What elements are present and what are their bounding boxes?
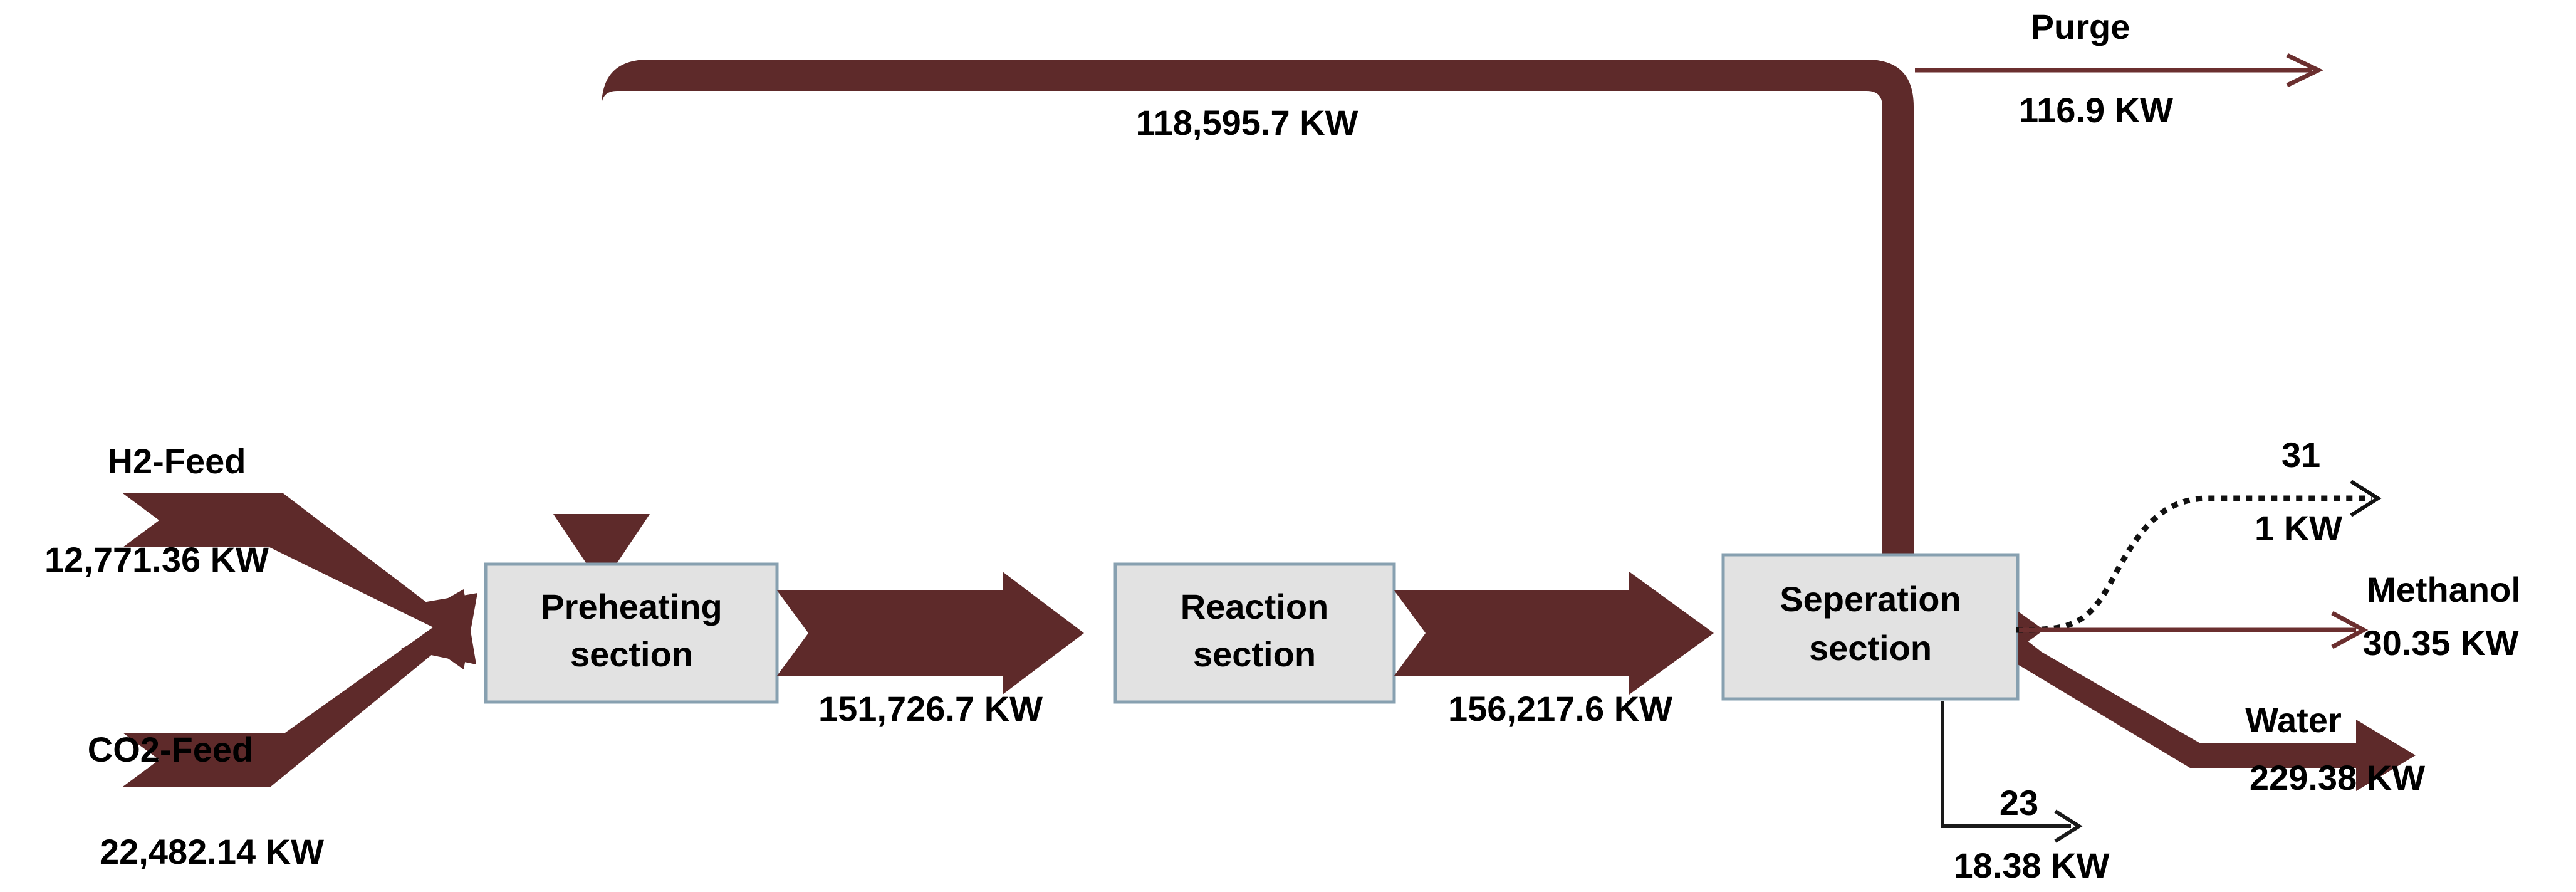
reaction-section-box[interactable] [1113,562,1396,704]
preheating-section-label-line2: section [570,634,693,674]
purge-stream-name: Purge [2031,7,2130,46]
h2-feed-name: H2-Feed [108,441,246,481]
stream-31 [2016,480,2382,633]
methanol-stream-name: Methanol [2367,570,2521,609]
purge-arrowhead [2286,53,2324,88]
reaction-section-label-line1: Reaction [1181,587,1329,626]
stream-23 [1941,701,2083,843]
separation-section-label-line1: Seperation [1780,579,1961,619]
reactor-outlet-value: 156,217.6 KW [1448,689,1672,728]
water-stream-value: 229.38 KW [2250,758,2425,797]
separation-section-box[interactable] [1721,553,2020,701]
stream-23-arrowhead [2054,809,2083,843]
stream-23-value: 18.38 KW [1954,846,2110,885]
preheating-section-box[interactable] [484,562,779,704]
co2-feed-value: 22,482.14 KW [100,832,324,871]
co2-feed-name: CO2-Feed [88,730,254,769]
recycle-stream-arrow [553,60,1914,641]
stream-23-name: 23 [2000,783,2038,822]
water-stream-name: Water [2245,700,2342,740]
methanol-stream [2019,611,2369,649]
recycle-stream-value: 118,595.7 KW [1136,103,1358,142]
h2-feed-arrow [123,493,476,664]
separation-section-label-line2: section [1809,628,1932,668]
stream-31-name: 31 [2281,435,2320,475]
purge-stream [1915,53,2324,88]
preheating-to-reaction-arrow [777,572,1084,695]
preheating-outlet-value: 151,726.7 KW [818,689,1043,728]
methanol-arrowhead [2331,611,2369,649]
stream-23-elbow-line [1941,701,2071,828]
water-stream-arrow [2018,633,2416,791]
h2-feed-value: 12,771.36 KW [44,540,269,579]
reaction-section-label-line2: section [1193,634,1316,674]
stream-31-arrowhead [2350,480,2382,517]
stream-31-dotted-path [2016,495,2372,633]
co2-feed-arrow [123,593,477,787]
purge-stream-value: 116.9 KW [2019,90,2173,130]
stream-31-value: 1 KW [2255,508,2342,548]
preheating-section-label-line1: Preheating [541,587,722,626]
methanol-stream-value: 30.35 KW [2363,623,2519,663]
reaction-to-separation-arrow [1394,572,1714,695]
